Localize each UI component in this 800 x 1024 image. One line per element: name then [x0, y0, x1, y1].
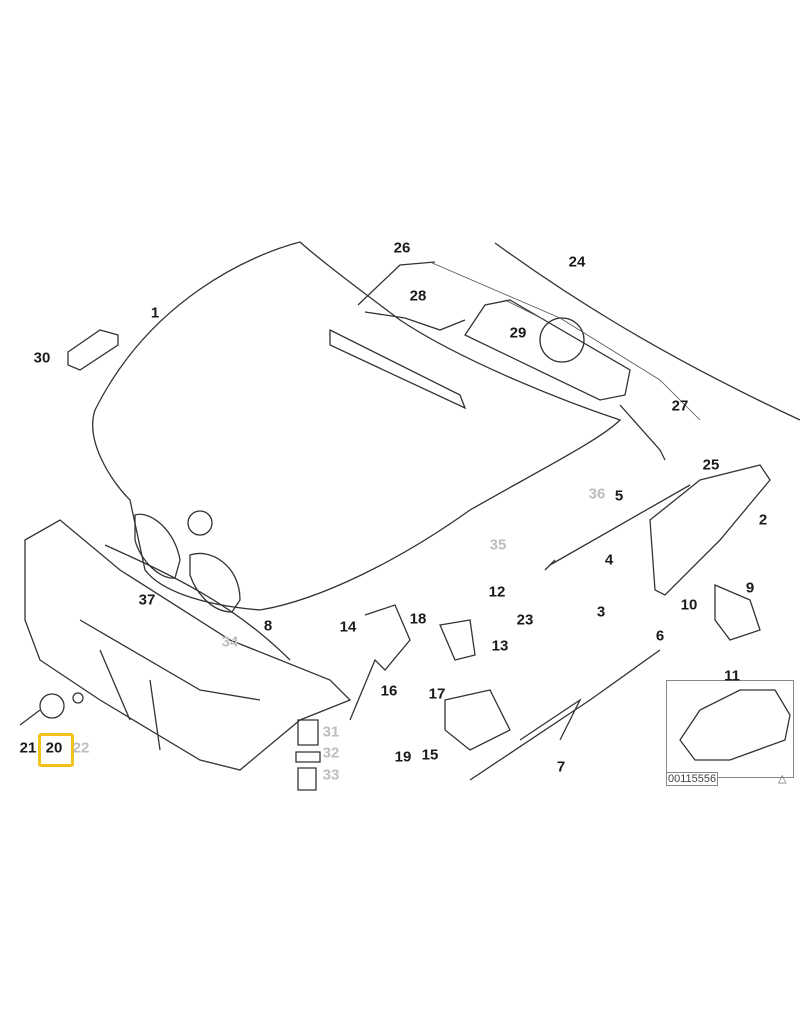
cable-8: [104, 544, 291, 661]
part-20: [39, 693, 65, 719]
bracket-14: [349, 604, 411, 721]
callout-37[interactable]: 37: [138, 591, 156, 609]
callout-28[interactable]: 28: [409, 287, 427, 305]
triangle-icon: △: [778, 773, 787, 785]
bolts-31-33: [295, 719, 321, 791]
vehicle-inset: [666, 680, 794, 778]
bracket-13: [439, 619, 476, 661]
inset-car: [679, 689, 791, 761]
seal-26-28: [357, 261, 466, 331]
callout-30[interactable]: 30: [33, 349, 51, 367]
lock-15: [444, 689, 511, 751]
callout-13[interactable]: 13: [491, 637, 509, 655]
callout-6[interactable]: 6: [655, 627, 665, 645]
callout-33[interactable]: 33: [322, 766, 340, 784]
leader-lines: [429, 261, 701, 421]
lock-9: [714, 584, 761, 641]
callout-21[interactable]: 21: [19, 739, 37, 757]
highlight-box: [38, 733, 74, 767]
callout-25[interactable]: 25: [702, 456, 720, 474]
callout-26[interactable]: 26: [393, 239, 411, 257]
seal-detail: [539, 317, 585, 363]
front-frame-inner: [79, 619, 261, 751]
callout-1[interactable]: 1: [150, 304, 160, 322]
callout-15[interactable]: 15: [421, 746, 439, 764]
callout-17[interactable]: 17: [428, 685, 446, 703]
callout-3[interactable]: 3: [596, 603, 606, 621]
callout-31[interactable]: 31: [322, 723, 340, 741]
cable-6-7: [469, 649, 661, 781]
gas-strut-5: [544, 484, 691, 571]
hood-vent: [329, 328, 467, 410]
seal-27: [619, 404, 666, 461]
hood-outline: [92, 241, 622, 611]
callout-4[interactable]: 4: [604, 551, 614, 569]
part-21: [19, 709, 41, 726]
kidney-grille-left: [134, 513, 181, 579]
kidney-grille-right: [189, 552, 241, 613]
callout-19[interactable]: 19: [394, 748, 412, 766]
callout-23[interactable]: 23: [516, 611, 534, 629]
hinge-2: [649, 464, 771, 596]
callout-20[interactable]: 20: [45, 739, 63, 757]
callout-22[interactable]: 22: [72, 739, 90, 757]
callout-29[interactable]: 29: [509, 324, 527, 342]
callout-11[interactable]: 11: [724, 667, 740, 685]
callout-18[interactable]: 18: [409, 610, 427, 628]
callout-34[interactable]: 34: [221, 633, 239, 651]
seal-29: [464, 299, 631, 401]
callout-12[interactable]: 12: [488, 583, 506, 601]
callout-2[interactable]: 2: [758, 511, 768, 529]
callout-24[interactable]: 24: [568, 253, 586, 271]
callout-7[interactable]: 7: [556, 758, 566, 776]
hood-emblem: [187, 510, 213, 536]
diagram-id: 00115556: [666, 772, 719, 786]
callout-14[interactable]: 14: [339, 618, 357, 636]
callout-16[interactable]: 16: [380, 682, 398, 700]
callout-9[interactable]: 9: [745, 579, 755, 597]
callout-35[interactable]: 35: [489, 536, 507, 554]
front-frame: [24, 519, 352, 771]
part-30: [67, 329, 119, 371]
callout-32[interactable]: 32: [322, 744, 340, 762]
callout-36[interactable]: 36: [588, 485, 606, 503]
seal-24: [494, 242, 800, 421]
part-22: [72, 692, 84, 704]
callout-5[interactable]: 5: [614, 487, 624, 505]
callout-27[interactable]: 27: [671, 397, 689, 415]
callout-10[interactable]: 10: [680, 596, 698, 614]
callout-8[interactable]: 8: [263, 617, 273, 635]
